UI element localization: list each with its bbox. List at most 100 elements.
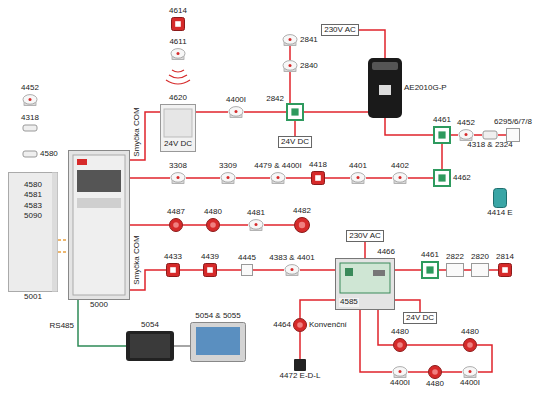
wire [186, 177, 220, 179]
device-symbol [68, 150, 130, 300]
part-number: 6295/6/7/8 [494, 118, 532, 127]
wire [180, 269, 203, 271]
wire [174, 345, 190, 347]
wire [130, 224, 169, 226]
wire [441, 144, 443, 169]
part-number: 4585 [339, 298, 359, 307]
device-node: 5054 & 5055 [190, 322, 246, 362]
device-symbol [294, 217, 310, 233]
wire [196, 111, 228, 113]
device-node: 4472 E-D-L [294, 359, 306, 371]
device-symbol [282, 60, 298, 72]
part-number: 2820 [471, 253, 489, 262]
device-node: 4481 [248, 219, 264, 231]
device-symbol [171, 17, 185, 31]
device-node: 6295/6/7/8 [506, 128, 520, 142]
device-symbol [428, 365, 442, 379]
device-node: 4480 [393, 338, 407, 352]
device-symbol [190, 322, 246, 362]
part-number: 4462 [453, 174, 471, 183]
part-number: 4461 [421, 251, 439, 260]
wire [489, 269, 498, 271]
part-number: 5054 & 5055 [195, 312, 240, 321]
part-number: AE2010G-P [404, 84, 447, 93]
part-number: 4472 E-D-L [280, 372, 321, 381]
device-node: 24V DC [403, 312, 437, 324]
device-symbol [170, 48, 186, 60]
device-node: 4318 & 2324 [482, 130, 498, 140]
device-node: 4452 [458, 129, 474, 141]
wire [236, 177, 270, 179]
part-number: 4401 [349, 162, 367, 171]
part-number: 4433 [164, 253, 182, 262]
part-number: Konvenční [309, 321, 347, 330]
part-number: 4487 [167, 208, 185, 217]
part-number: 4466 [377, 248, 395, 257]
wire [78, 300, 126, 346]
device-node: 4611 [170, 48, 186, 60]
part-number: 3309 [219, 162, 237, 171]
device-symbol [22, 124, 38, 132]
part-number: 24V DC [406, 314, 434, 323]
part-number: 4611 [169, 38, 186, 47]
device-node: 4433 [166, 263, 180, 277]
wire [442, 371, 462, 373]
device-node: 4464Konvenční [293, 318, 307, 332]
wire [474, 134, 482, 136]
wire [289, 72, 291, 103]
device-symbol [368, 58, 402, 118]
part-number: 4400I [226, 96, 246, 105]
wire [304, 111, 368, 113]
device-symbol [311, 171, 325, 185]
device-symbol [446, 263, 464, 277]
wire [498, 134, 506, 136]
device-symbol [433, 169, 451, 187]
device-symbol [421, 261, 439, 279]
device-symbol [282, 34, 298, 46]
part-number: 4482 [293, 207, 311, 216]
device-node: 3308 [170, 172, 186, 184]
device-symbol [463, 338, 477, 352]
wire [244, 111, 286, 113]
device-symbol [393, 338, 407, 352]
device-node: 4439 [203, 263, 217, 277]
wire [364, 242, 366, 258]
device-symbol [248, 219, 264, 231]
part-number: 5001 [24, 293, 42, 302]
part-number: 5054 [141, 321, 159, 330]
wire [464, 269, 471, 271]
device-node: 44664585 [335, 258, 395, 310]
device-node: 4580 [22, 150, 38, 158]
part-number: 230V AC [324, 26, 356, 35]
device-node: 4487 [169, 218, 183, 232]
device-node: 4401 [350, 172, 366, 184]
device-node: 2842 [286, 103, 304, 121]
part-number: 2840 [300, 62, 318, 71]
device-symbol [392, 172, 408, 184]
device-node: 4614 [171, 17, 185, 31]
device-symbol [506, 128, 520, 142]
wire [294, 121, 296, 136]
part-number: 4318 & 2324 [467, 141, 512, 150]
device-symbol [350, 172, 366, 184]
part-number: 4481 [247, 209, 265, 218]
wire [385, 118, 433, 135]
device-node: 4461 [421, 261, 439, 279]
device-node: 462024V DC [160, 104, 196, 152]
part-number: 2842 [266, 95, 284, 104]
wire [359, 30, 385, 58]
device-symbol [270, 172, 286, 184]
device-symbol [293, 318, 307, 332]
device-node: 4580 4581 4583 50905001 [8, 172, 58, 292]
part-number: 4480 [204, 208, 222, 217]
device-symbol [498, 263, 512, 277]
wire [408, 177, 433, 179]
device-symbol [462, 366, 478, 378]
device-node: 2822 [446, 263, 464, 277]
part-number: 5000 [90, 301, 108, 310]
part-number: 2841 [300, 36, 318, 45]
device-symbol [482, 130, 498, 140]
device-symbol [8, 172, 58, 292]
device-node: 4400I [462, 366, 478, 378]
wire [58, 239, 68, 241]
